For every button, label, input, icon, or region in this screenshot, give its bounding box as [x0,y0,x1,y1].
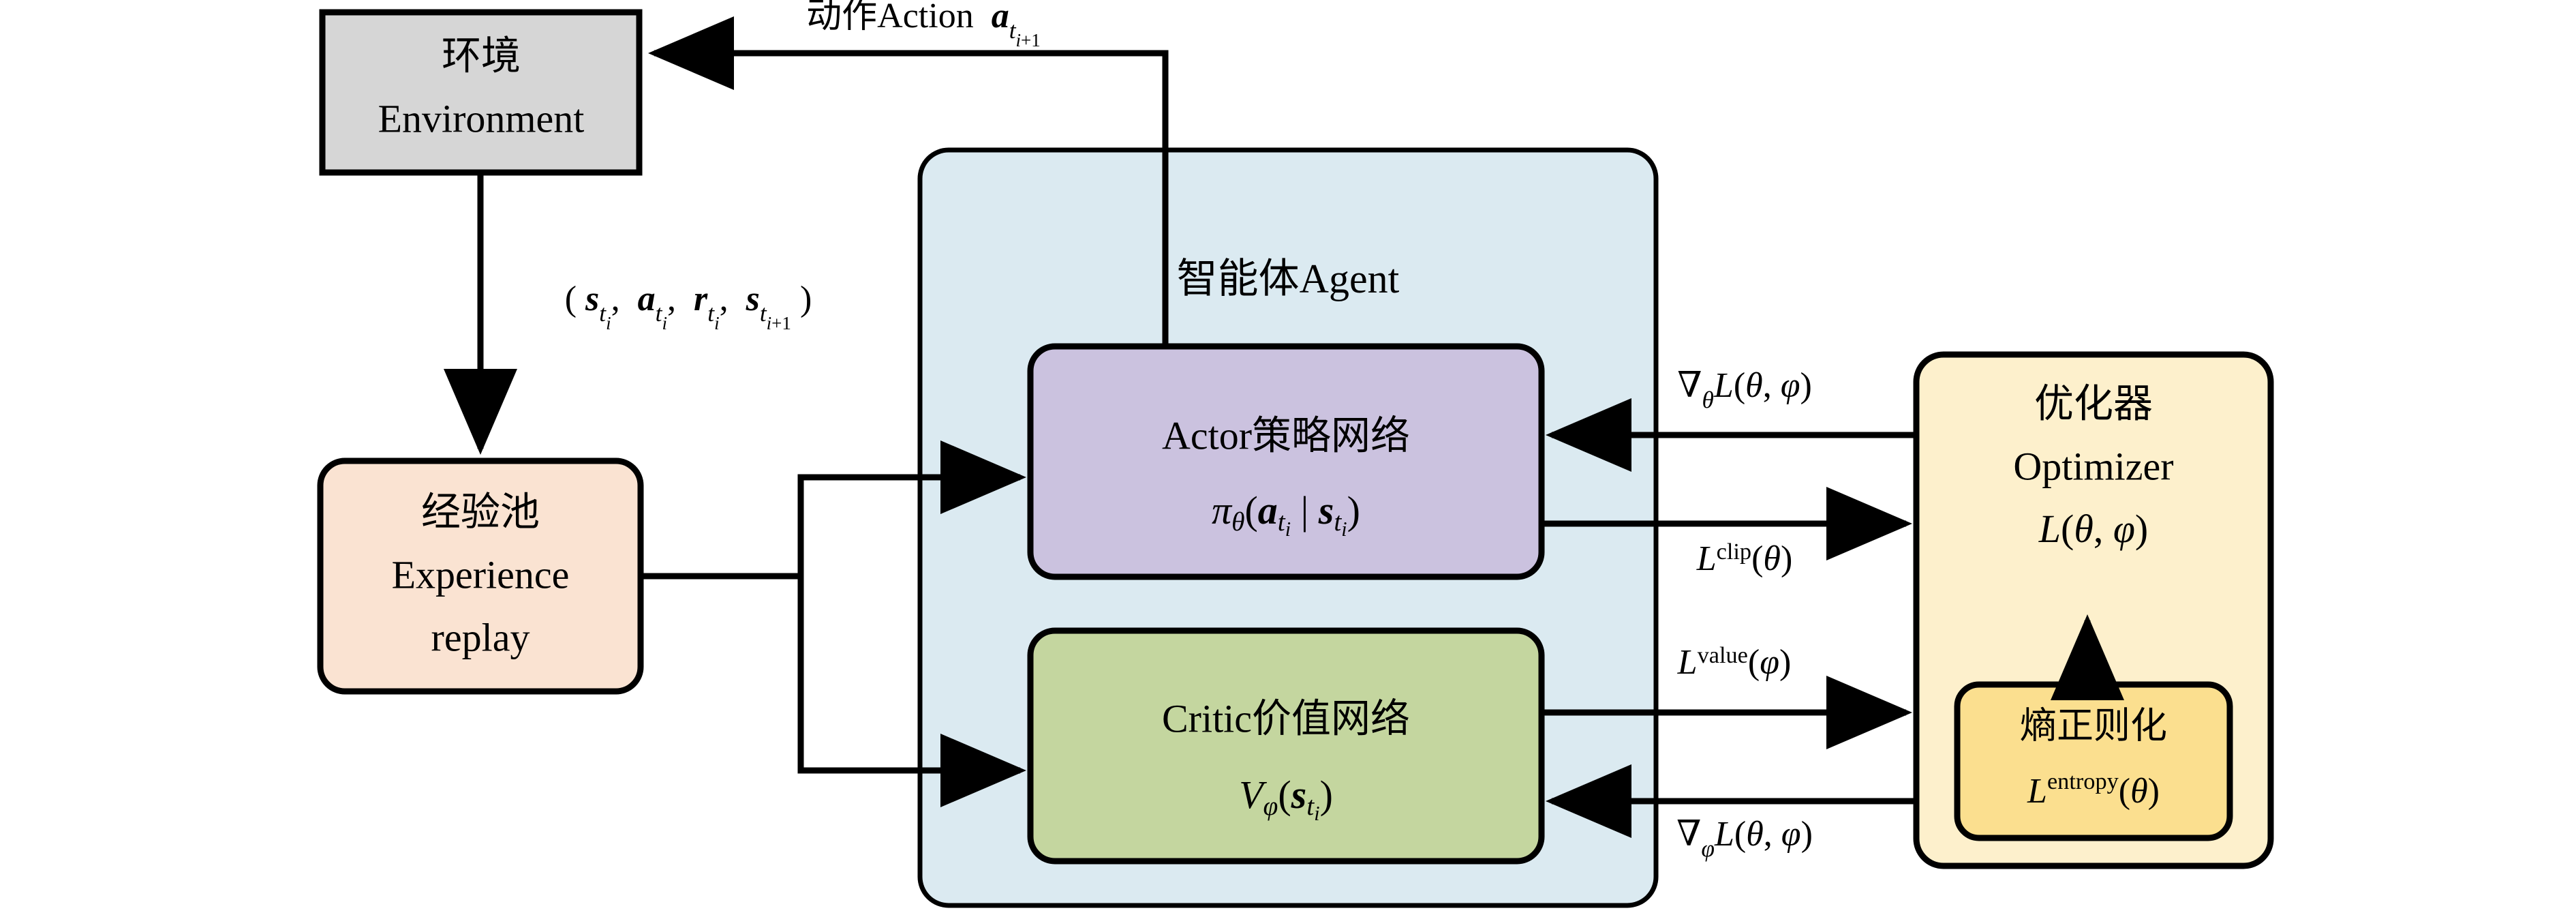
experience-replay-label-line1: Experience [392,552,570,597]
entropy-label-cjk: 熵正则化 [2020,705,2167,746]
l-clip-edge-label: Lclip(θ) [1696,539,1793,578]
critic-network-box[interactable] [1027,627,1545,865]
environment-box[interactable] [319,9,643,176]
action-edge-label: 动作Action ati+1 [806,0,1041,50]
action-edge-path [648,16,1169,346]
entropy-formula: Lentropy(θ) [2027,768,2160,811]
actor-network-box[interactable] [1027,343,1545,580]
critic-network-formula: Vφ(sti) [1239,772,1333,825]
critic-network-label: Critic价值网络 [1162,696,1410,740]
optimizer-formula: L(θ, φ) [2038,507,2149,551]
experience-replay-label-cjk: 经验池 [421,490,540,534]
grad-theta-edge-label: ∇θL(θ, φ) [1677,366,1812,413]
transition-edge-label: ( sti, ati, rti, sti+1 ) [565,280,812,333]
actor-network-label: Actor策略网络 [1162,413,1410,457]
replay-bus-path [641,440,1026,580]
l-value-edge-label: Lvalue(φ) [1677,642,1792,682]
agent-label: 智能体Agent [1177,256,1400,301]
environment-label-cjk: 环境 [442,33,521,78]
optimizer-label-cjk: 优化器 [2034,381,2153,425]
actor-network-formula: πθ(ati | sti) [1212,488,1360,541]
optimizer-label-latin: Optimizer [2013,444,2173,488]
experience-replay-label-line2: replay [431,615,530,659]
environment-label-latin: Environment [378,96,585,140]
grad-phi-edge-label: ∇φL(θ, φ) [1676,815,1813,862]
replay-to-critic-path [797,576,1026,807]
